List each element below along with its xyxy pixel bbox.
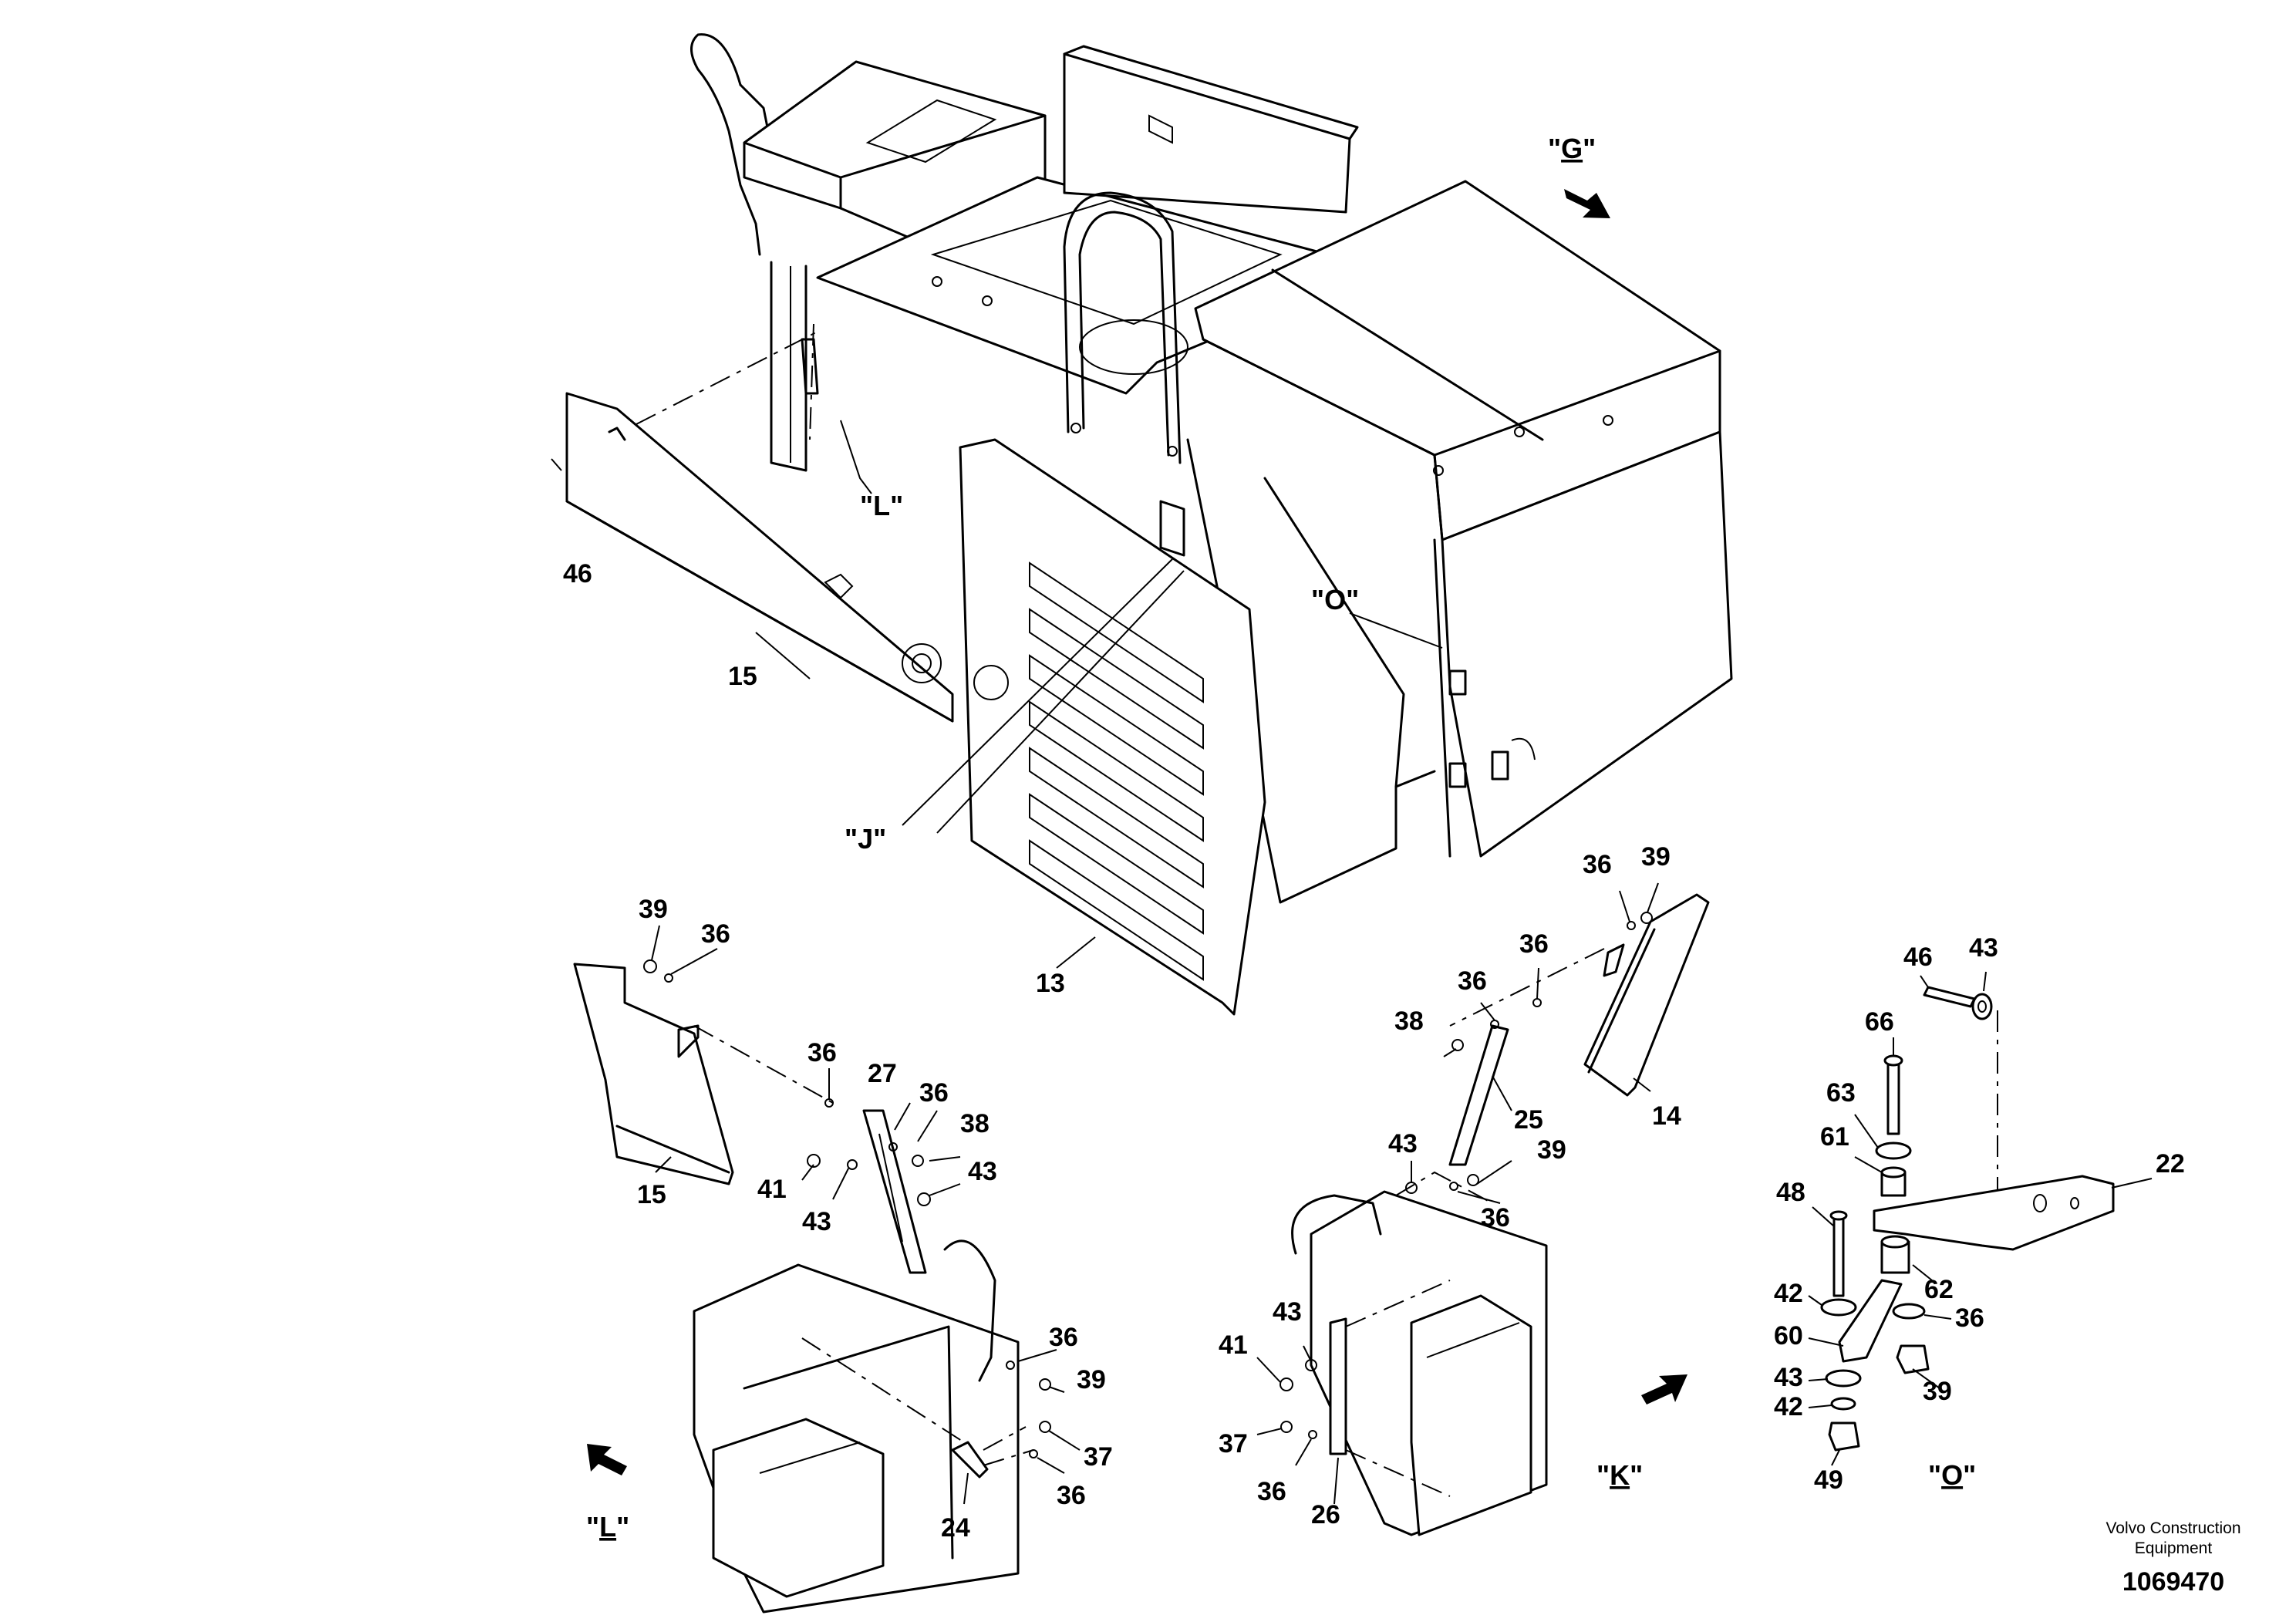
mount-detail-O [1808,971,2153,1466]
part-label: 39 [639,895,668,924]
main-machine-assembly [565,33,1733,1016]
part-label: 15 [637,1180,666,1209]
part-label: 60 [1774,1321,1803,1351]
view-label-O-detail: "O" [1928,1459,1976,1491]
part-label: 41 [757,1175,787,1204]
view-letter: L [599,1511,616,1543]
part-label: 36 [1583,850,1612,879]
part-label: 36 [919,1078,949,1108]
part-label: 26 [1311,1500,1340,1529]
view-labels: "G" "L" "O" "J" "L" "K" "O" [586,133,1976,1543]
view-letter: L [873,490,890,521]
part-label: 63 [1826,1078,1856,1108]
part-label: 42 [1774,1392,1803,1421]
part-label: 42 [1774,1279,1803,1308]
part-label: 36 [1458,966,1487,996]
part-label: 38 [960,1109,990,1138]
view-arrow-K [1641,1374,1687,1404]
company-name-line2: Equipment [2135,1539,2213,1557]
part-label: 24 [941,1513,970,1543]
company-name: Volvo Construction [2106,1519,2240,1537]
part-label: 13 [1036,969,1065,998]
part-label: 43 [1774,1363,1803,1392]
view-letter: O [1941,1459,1963,1491]
part-label: 66 [1865,1007,1894,1037]
view-letter: J [858,823,873,855]
part-label: 43 [1273,1297,1302,1327]
part-label: 48 [1776,1178,1805,1207]
view-letter: G [1561,133,1583,164]
part-label: 39 [1923,1377,1952,1406]
view-letter: O [1324,584,1346,615]
view-arrow-L [587,1444,627,1475]
part-label: 39 [1537,1135,1566,1165]
view-label-G: "G" [1548,133,1596,164]
part-label: 36 [1955,1303,1984,1333]
left-door-detail [573,925,1081,1614]
part-label: 25 [1514,1105,1543,1135]
part-label: 36 [1057,1481,1086,1510]
view-letter: K [1610,1459,1630,1491]
right-door-detail [1256,882,1710,1536]
view-label-K: "K" [1596,1459,1643,1491]
part-label: 36 [807,1038,837,1067]
part-label: 62 [1924,1275,1954,1304]
part-label: 36 [1049,1323,1078,1352]
part-label: 43 [1388,1129,1418,1158]
view-arrow-G [1564,189,1610,218]
grille-slats [1029,561,1204,981]
main-leader-lines [551,420,1443,969]
part-label: 61 [1820,1122,1849,1152]
part-label: 27 [868,1059,897,1088]
footer: Volvo Construction Equipment 1069470 [2106,1519,2240,1597]
view-label-O-main: "O" [1311,584,1359,615]
part-label: 22 [2156,1149,2185,1179]
part-label: 14 [1652,1101,1681,1131]
part-label: 41 [1219,1330,1248,1360]
part-label: 43 [802,1207,831,1236]
part-label: 46 [563,559,592,588]
figure-number: 1069470 [2122,1567,2224,1597]
part-label: 38 [1394,1007,1424,1036]
view-label-J: "J" [845,823,886,855]
part-label: 36 [1481,1203,1510,1233]
part-label: 36 [1519,929,1549,959]
view-label-L-detail: "L" [586,1511,629,1543]
part-label: 43 [968,1157,997,1186]
part-label: 39 [1077,1365,1106,1394]
part-label: 36 [701,919,730,949]
part-label: 36 [1257,1477,1286,1506]
part-label: 43 [1969,933,1998,963]
part-label: 37 [1219,1429,1248,1458]
part-label: 46 [1903,943,1933,972]
part-label: 15 [728,662,757,691]
part-label: 39 [1641,842,1671,872]
part-number-labels: 46 15 13 39 36 36 27 36 38 41 43 43 15 3… [563,559,2185,1543]
view-label-L-main: "L" [860,490,903,521]
part-label: 37 [1084,1442,1113,1472]
part-label: 49 [1814,1465,1843,1495]
